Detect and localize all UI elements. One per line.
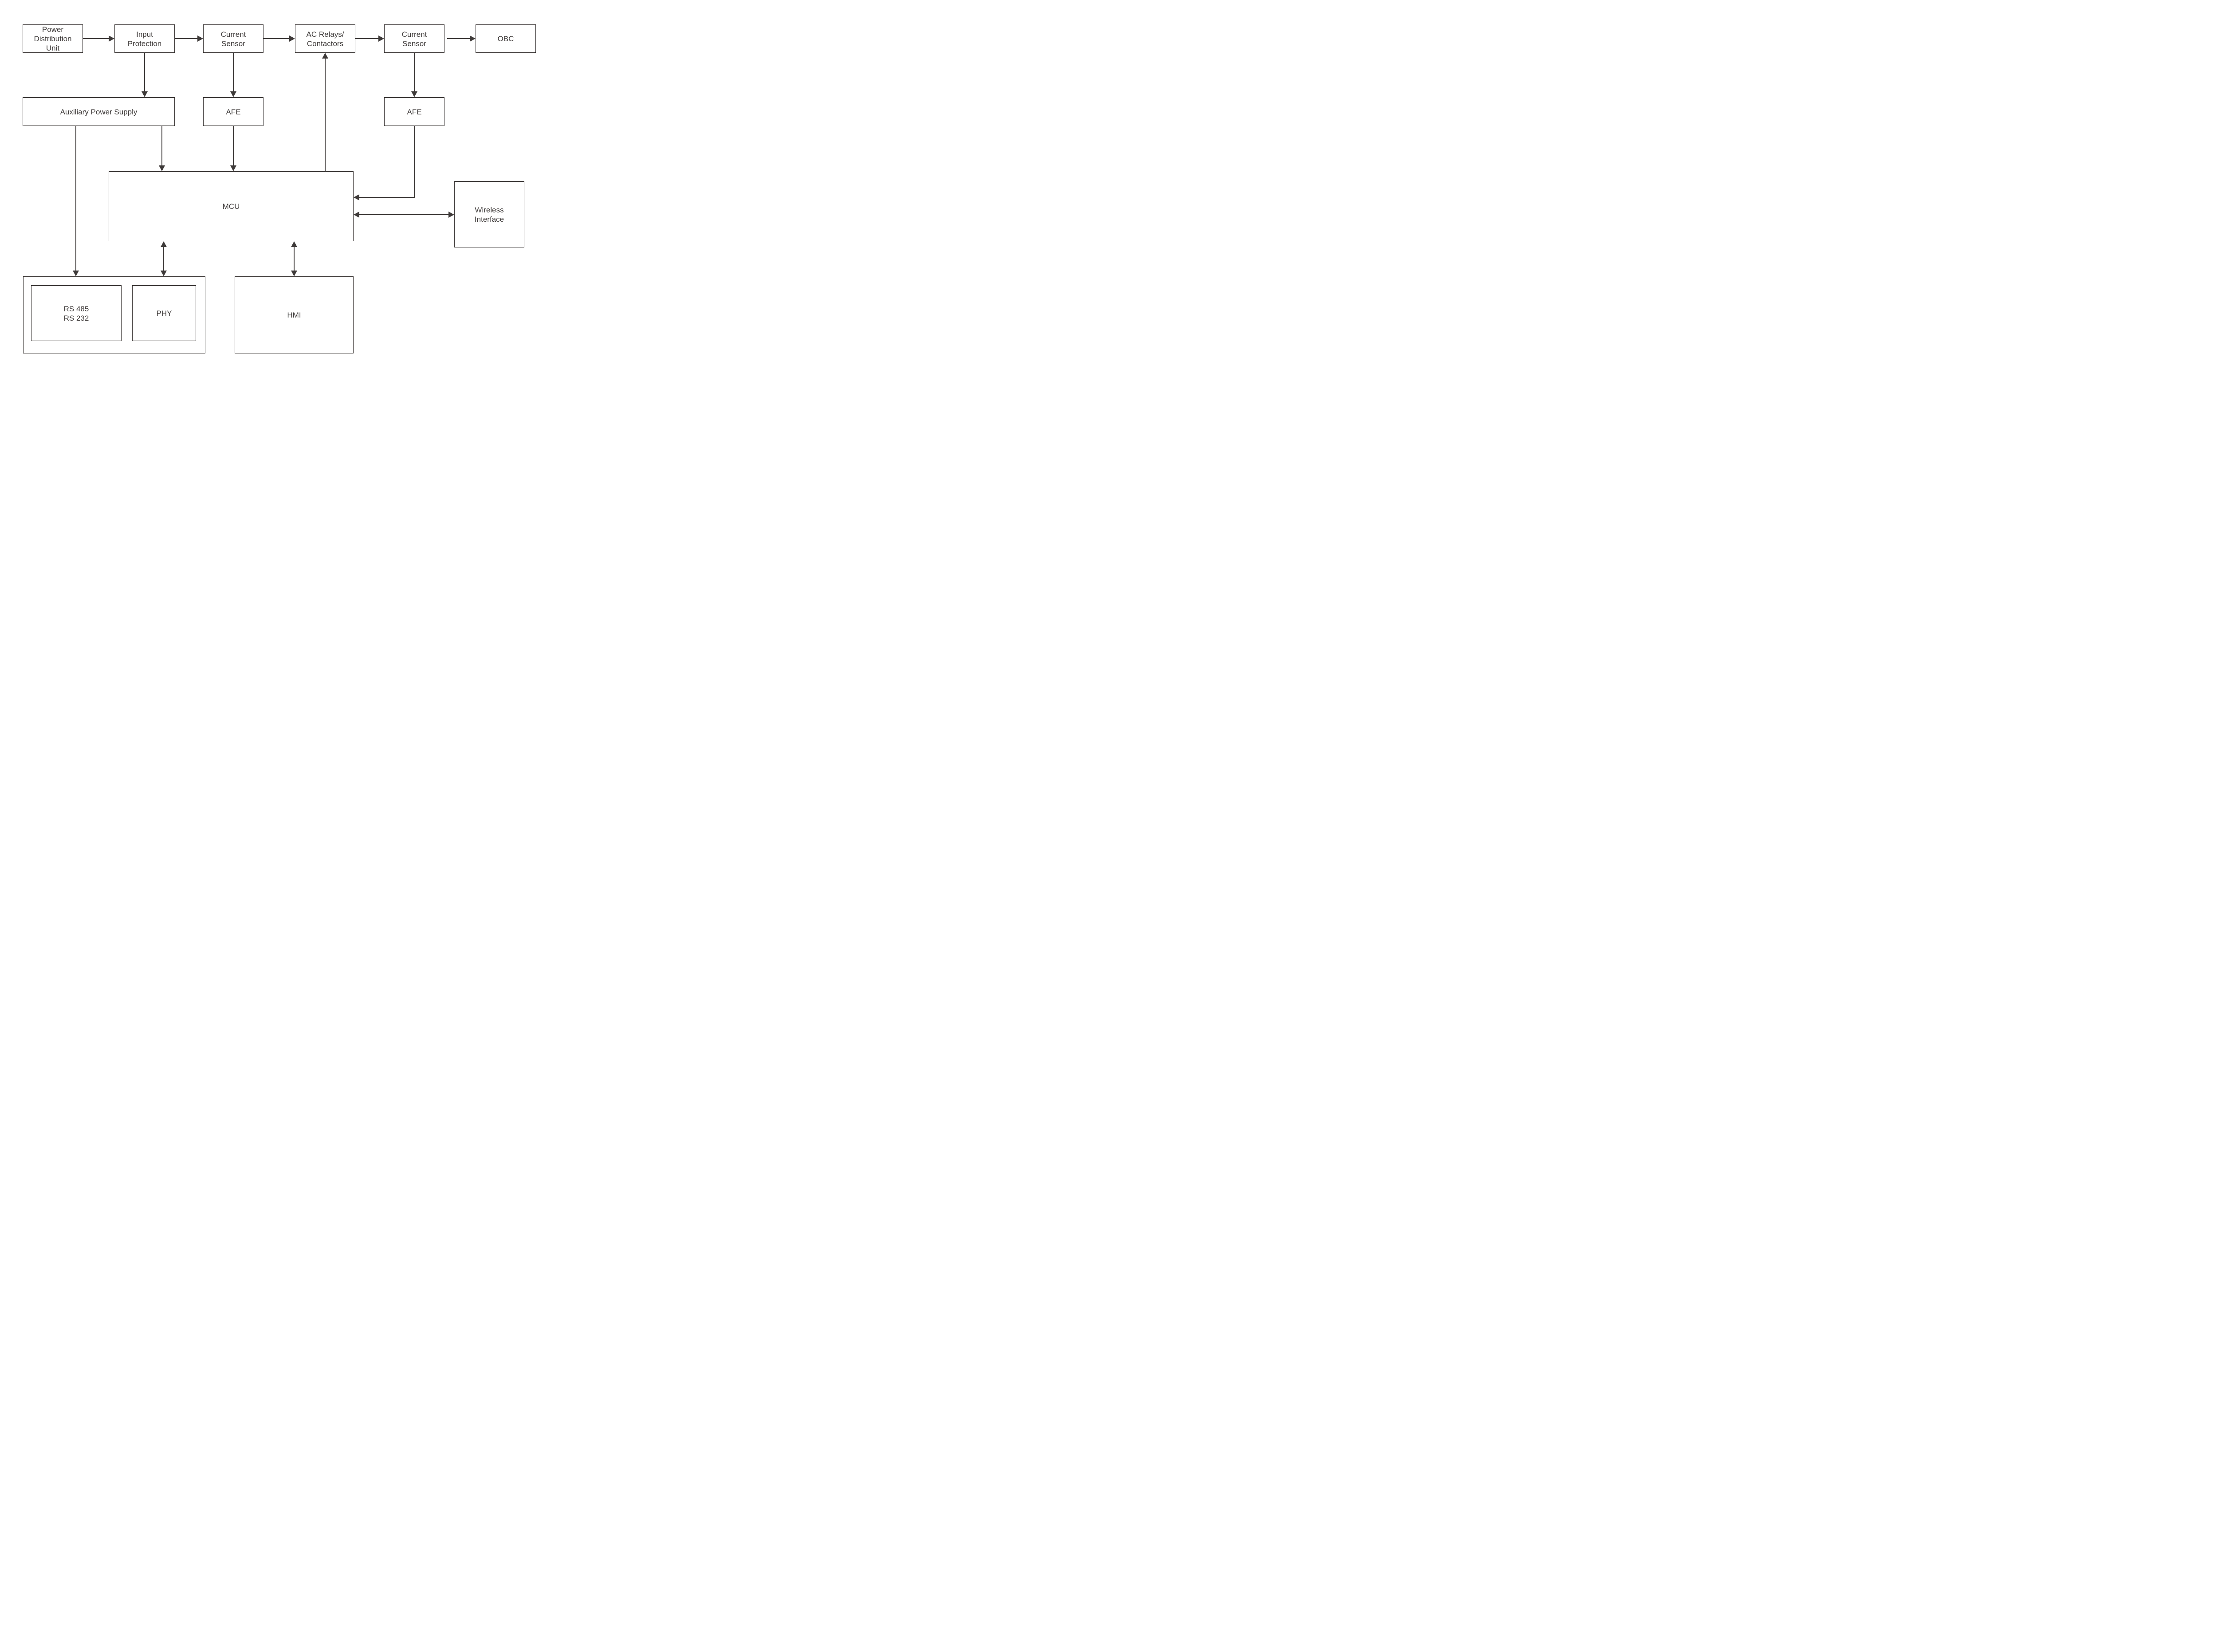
arrow-mcu-hmi-head-down [291,271,297,276]
arrow-afe-input-to-mcu-head [230,165,236,171]
arrow-afe-output-to-mcu-vertical-line [414,126,415,198]
arrow-mcu-phy-line [163,247,164,271]
arrow-input-protection-to-current-sensor-line [175,38,197,39]
arrow-afe-input-to-mcu-line [233,126,234,165]
block-afe-input: AFE [203,97,263,126]
arrow-current-sensor-to-obc-line [447,38,470,39]
arrow-input-protection-to-aux-head [141,91,148,97]
arrow-mcu-wireless-line [359,214,448,215]
arrow-ac-relays-to-current-sensor-head [378,35,384,42]
block-label-line: Current [220,30,246,39]
block-label-line: AFE [226,107,241,116]
arrow-mcu-to-ac-relays-head [322,53,328,59]
block-label-line: Distribution [34,35,72,43]
arrow-mcu-phy-head-up [160,241,167,247]
block-label-line: Unit [46,44,60,52]
arrow-aux-to-comms-group-head [72,271,79,276]
block-obc: OBC [476,24,536,53]
block-label-line: Input [136,30,153,39]
arrow-mcu-phy-head-down [160,271,167,276]
block-mcu: MCU [109,171,354,241]
block-label-line: Protection [127,39,162,48]
arrow-ac-relays-to-current-sensor-line [355,38,378,39]
arrow-current-sensor-to-ac-relays-line [263,38,289,39]
block-label-line: Sensor [402,39,426,48]
block-current-sensor-input: Current Sensor [203,24,263,53]
arrow-input-protection-to-aux-line [144,53,145,91]
arrow-input-protection-to-current-sensor-head [197,35,203,42]
arrow-current-sensor-to-afe-output-head [411,91,417,97]
block-phy: PHY [132,285,196,341]
arrow-aux-to-mcu-line [161,126,162,165]
block-label-line: Auxiliary Power Supply [60,107,138,116]
block-wireless-interface: Wireless Interface [454,181,524,247]
arrow-aux-to-mcu-head [158,165,165,171]
block-input-protection: Input Protection [114,24,175,53]
block-label-line: Current [401,30,427,39]
block-label-line: PHY [156,309,172,318]
arrow-current-sensor-to-afe-output-line [414,53,415,91]
block-afe-output: AFE [384,97,444,126]
arrow-pdu-to-input-protection-head [109,35,114,42]
block-label-line: Wireless [475,205,504,214]
arrow-current-sensor-to-afe-input-line [233,53,234,91]
block-label-line: RS 232 [63,314,89,322]
arrow-afe-output-to-mcu-head [354,194,359,200]
block-label-line: Sensor [221,39,245,48]
block-label-line: AFE [407,107,422,116]
arrow-aux-to-comms-group-line [75,126,76,271]
group-comms-interfaces: RS 485 RS 232 PHY [23,276,205,353]
block-power-distribution-unit: Power Distribution Unit [23,24,83,53]
arrow-pdu-to-input-protection-line [83,38,109,39]
block-label-line: Interface [474,215,504,224]
block-label-line: Contactors [307,39,344,48]
arrow-mcu-wireless-head-right [448,211,454,218]
block-label-line: OBC [497,35,514,43]
arrow-current-sensor-to-obc-head [470,35,476,42]
block-label-line: HMI [287,311,301,319]
block-current-sensor-output: Current Sensor [384,24,444,53]
block-label-line: RS 485 [63,304,89,313]
block-rs485-rs232: RS 485 RS 232 [31,285,122,341]
arrow-mcu-hmi-head-up [291,241,297,247]
arrow-mcu-to-ac-relays-line [325,59,326,171]
arrow-mcu-hmi-line [294,247,295,271]
block-diagram-canvas: Power Distribution Unit Input Protection… [0,0,554,413]
block-auxiliary-power-supply: Auxiliary Power Supply [23,97,175,126]
arrow-mcu-wireless-head-left [354,211,359,218]
block-hmi: HMI [235,276,354,353]
arrow-current-sensor-to-afe-input-head [230,91,236,97]
arrow-current-sensor-to-ac-relays-head [289,35,295,42]
block-ac-relays-contactors: AC Relays/ Contactors [295,24,355,53]
arrow-afe-output-to-mcu-horizontal-line [359,197,415,198]
block-label-line: MCU [222,202,240,211]
block-label-line: AC Relays/ [306,30,344,39]
block-label-line: Power [42,25,64,34]
